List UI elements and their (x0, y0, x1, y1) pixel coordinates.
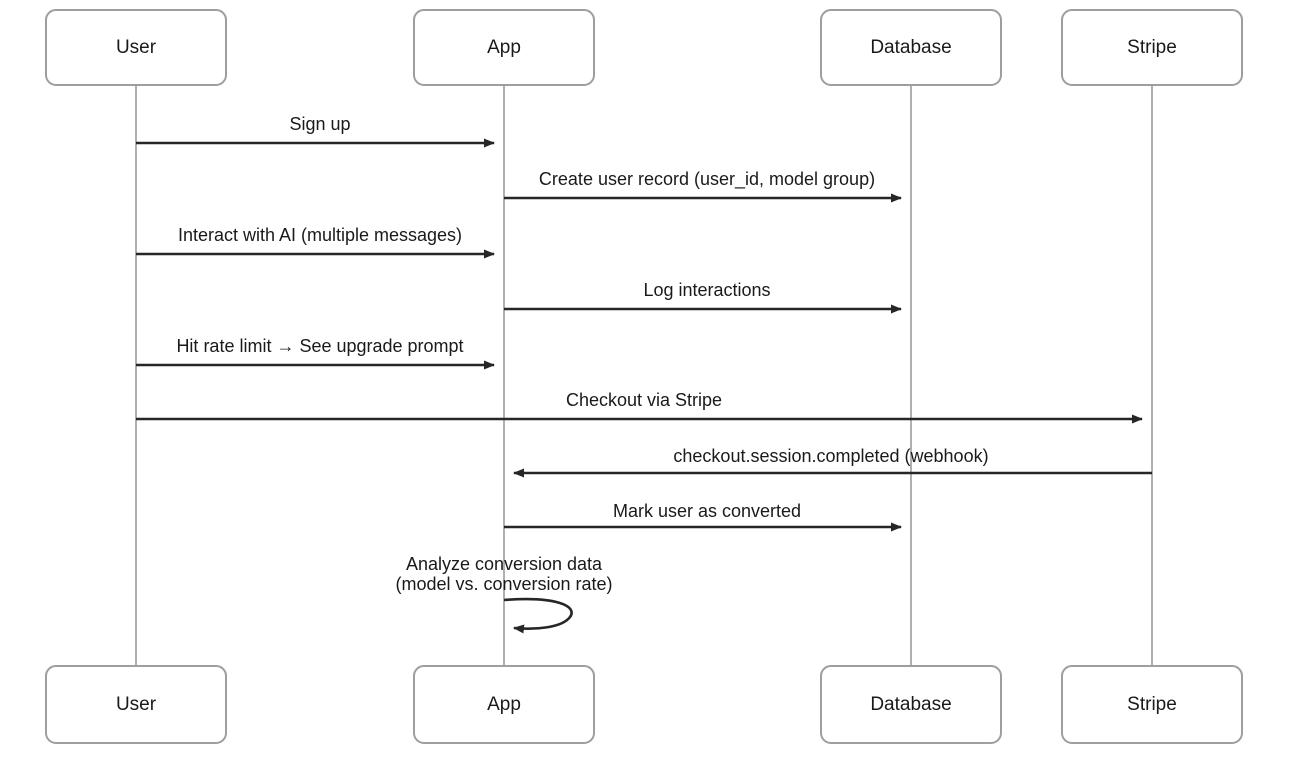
participant-label-stripe-bottom: Stripe (1127, 694, 1177, 715)
message-label-mark-user-as-converted: Mark user as converted (613, 501, 801, 521)
message-label-analyze-conversion-data-line1: Analyze conversion data (406, 554, 603, 574)
message-label-checkout-via-stripe: Checkout via Stripe (566, 390, 722, 410)
participant-label-database-bottom: Database (870, 694, 951, 715)
participant-box-stripe-top[interactable] (1061, 9, 1243, 86)
message-mark-user-as-converted[interactable]: Mark user as converted (504, 501, 902, 532)
message-label-create-user-record: Create user record (user_id, model group… (539, 169, 875, 190)
participant-top-stripe[interactable]: Stripe (1061, 9, 1243, 86)
participants-bottom: User App Database Stripe (45, 665, 1243, 744)
participant-box-database-bottom[interactable] (820, 665, 1002, 744)
participant-bottom-database[interactable]: Database (820, 665, 1002, 744)
participant-label-stripe-top: Stripe (1127, 37, 1177, 58)
participant-box-user-top[interactable] (45, 9, 227, 86)
message-create-user-record[interactable]: Create user record (user_id, model group… (504, 169, 902, 203)
participant-box-stripe-bottom[interactable] (1061, 665, 1243, 744)
participant-top-user[interactable]: User (45, 9, 227, 86)
participant-bottom-user[interactable]: User (45, 665, 227, 744)
message-sign-up[interactable]: Sign up (136, 114, 495, 148)
participant-box-user-bottom[interactable] (45, 665, 227, 744)
participant-top-app[interactable]: App (413, 9, 595, 86)
participant-bottom-app[interactable]: App (413, 665, 595, 744)
participant-label-user-bottom: User (116, 694, 157, 715)
participants-top: User App Database Stripe (45, 9, 1243, 86)
message-interact-with-ai[interactable]: Interact with AI (multiple messages) (136, 225, 495, 259)
participant-box-app-bottom[interactable] (413, 665, 595, 744)
participant-box-database-top[interactable] (820, 9, 1002, 86)
message-label-checkout-session-completed: checkout.session.completed (webhook) (673, 446, 988, 466)
participant-label-database-top: Database (870, 37, 951, 58)
message-log-interactions[interactable]: Log interactions (504, 280, 902, 314)
message-checkout-session-completed[interactable]: checkout.session.completed (webhook) (513, 446, 1152, 478)
participant-top-database[interactable]: Database (820, 9, 1002, 86)
participant-label-user-top: User (116, 37, 157, 58)
participant-label-app-top: App (487, 37, 521, 58)
message-analyze-conversion-data[interactable]: Analyze conversion data (model vs. conve… (395, 554, 613, 634)
message-label-log-interactions: Log interactions (643, 280, 770, 300)
participant-label-app-bottom: App (487, 694, 521, 715)
message-label-analyze-conversion-data-line2: (model vs. conversion rate) (395, 574, 612, 594)
message-hit-rate-limit[interactable]: Hit rate limit → See upgrade prompt (136, 336, 495, 370)
lifelines-group (135, 85, 1153, 667)
message-label-sign-up: Sign up (289, 114, 350, 134)
message-label-hit-rate-limit: Hit rate limit → See upgrade prompt (176, 336, 463, 356)
message-label-interact-with-ai: Interact with AI (multiple messages) (178, 225, 462, 245)
participant-bottom-stripe[interactable]: Stripe (1061, 665, 1243, 744)
participant-box-app-top[interactable] (413, 9, 595, 86)
message-checkout-via-stripe[interactable]: Checkout via Stripe (136, 390, 1143, 424)
message-arrow-analyze-conversion-data[interactable] (503, 597, 573, 634)
